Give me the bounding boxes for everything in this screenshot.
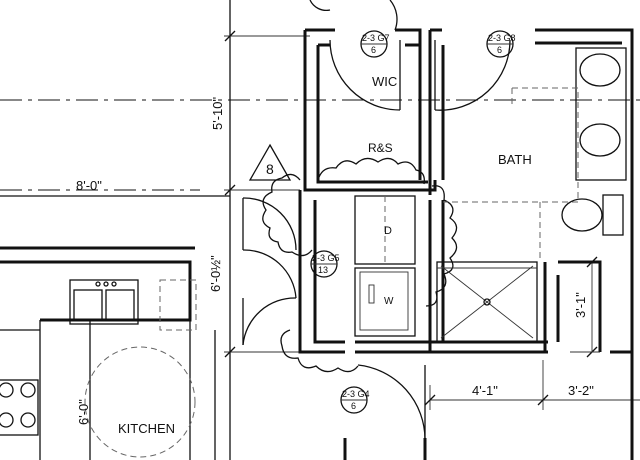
dimension-top-width: 8'-0": [76, 178, 102, 193]
dimension-hall-height: 6'-0½": [208, 255, 223, 292]
room-label-kitchen: KITCHEN: [118, 421, 175, 436]
doors: [242, 0, 511, 441]
door-tag-g7-num: 6: [371, 45, 376, 55]
door-tag-g4-num: 6: [351, 401, 356, 411]
door-tag-g5: 2-3 G5 13: [310, 250, 340, 278]
revision-tag-number: 8: [266, 161, 274, 177]
walls: [0, 28, 634, 460]
door-tag-g7-id: 2-3 G7: [362, 33, 390, 43]
room-label-wic: WIC: [372, 74, 397, 89]
revision-triangle: 8: [248, 143, 292, 181]
dimension-right-width: 3'-2": [568, 383, 594, 398]
dimension-kitchen-height: 6'-0": [76, 399, 91, 425]
label-dryer: D: [384, 225, 392, 237]
kitchen-fixtures: [0, 279, 197, 458]
door-tag-g4-id: 2-3 G4: [342, 389, 370, 399]
bath-fixtures: [436, 47, 627, 343]
door-tag-g5-num: 13: [318, 265, 328, 275]
door-tag-g4: 2-3 G4 6: [340, 386, 370, 414]
label-washer: W: [384, 296, 394, 307]
door-tag-g5-id: 2-3 G5: [312, 253, 340, 263]
left-framing: [0, 320, 216, 460]
door-tag-g8-num: 6: [497, 45, 502, 55]
label-reach-in: R&S: [368, 141, 393, 155]
dimension-shower-width: 4'-1": [472, 383, 498, 398]
dimension-side-height: 3'-1": [573, 292, 588, 318]
door-tag-g8: 2-3 G8 6: [486, 30, 516, 58]
center-lines: [0, 99, 640, 191]
revision-clouds: [262, 157, 458, 373]
room-label-bath: BATH: [498, 152, 532, 167]
door-tag-g8-id: 2-3 G8: [488, 33, 516, 43]
laundry-area: [354, 195, 416, 337]
dimension-wic-height: 5'-10": [210, 96, 225, 130]
door-tag-g7: 2-3 G7 6: [360, 30, 390, 58]
